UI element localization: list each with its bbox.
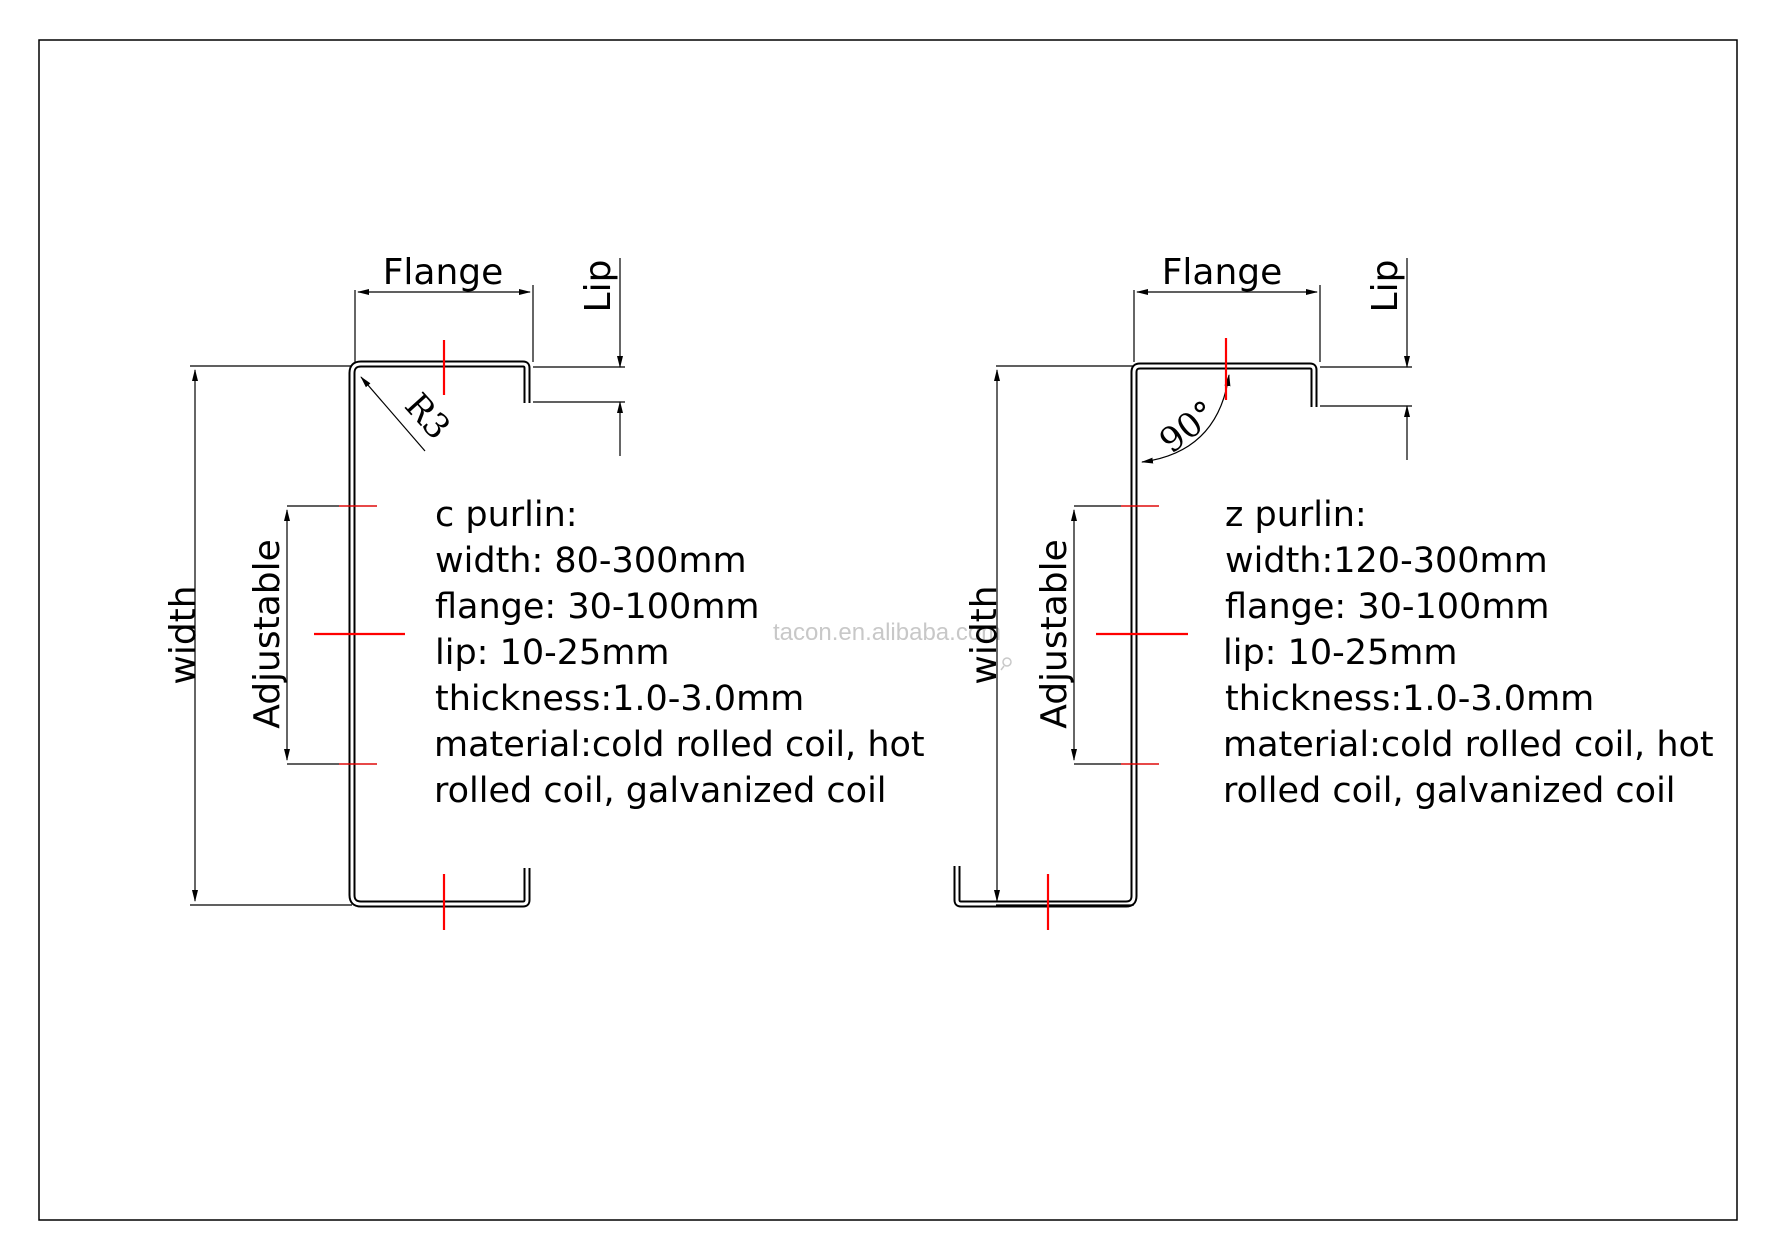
c-lip-dimension: Lip — [533, 258, 625, 456]
c-spec-title: c purlin: — [435, 495, 578, 535]
watermark: tacon.en.alibaba.com — [773, 619, 1001, 646]
c-purlin-specs: c purlin: width: 80-300mm flange: 30-100… — [434, 495, 925, 811]
c-center-marks — [314, 340, 446, 930]
c-flange-dimension: Flange — [354, 252, 534, 362]
c-purlin-figure: Flange Lip R3 width A — [163, 252, 925, 930]
z-spec-title: z purlin: — [1225, 495, 1367, 535]
z-lip-dimension: Lip — [1320, 258, 1412, 460]
z-spec-width: width:120-300mm — [1225, 541, 1548, 581]
z-flange-dimension: Flange — [1133, 252, 1321, 362]
c-spec-material: material:cold rolled coil, hot — [434, 725, 925, 765]
c-width-dimension: width — [163, 365, 352, 906]
z-width-label: width — [964, 585, 1005, 684]
c-radius-label: R3 — [397, 386, 458, 448]
z-lip-label: Lip — [1365, 260, 1406, 313]
z-spec-thickness: thickness:1.0-3.0mm — [1225, 679, 1594, 719]
z-purlin-figure: Flange Lip 90° width — [953, 252, 1714, 930]
c-width-label: width — [163, 585, 204, 684]
c-spec-flange: flange: 30-100mm — [435, 587, 760, 627]
z-spec-lip: lip: 10-25mm — [1223, 633, 1457, 673]
z-width-dimension: width — [964, 365, 1134, 906]
z-angle-callout: 90° — [1141, 374, 1231, 464]
magnifier-icon — [1000, 657, 1012, 671]
z-spec-flange: flange: 30-100mm — [1225, 587, 1550, 627]
c-spec-lip: lip: 10-25mm — [435, 633, 669, 673]
z-adjustable-label: Adjustable — [1034, 539, 1075, 729]
c-flange-label: Flange — [383, 252, 504, 293]
c-adjustable-dimension: Adjustable — [247, 505, 377, 765]
c-spec-width: width: 80-300mm — [435, 541, 747, 581]
z-purlin-specs: z purlin: width:120-300mm flange: 30-100… — [1223, 495, 1714, 811]
z-spec-material-cont: rolled coil, galvanized coil — [1223, 771, 1676, 811]
z-adjustable-dimension: Adjustable — [1034, 505, 1159, 765]
z-spec-material: material:cold rolled coil, hot — [1223, 725, 1714, 765]
z-center-marks — [1046, 338, 1228, 930]
z-angle-label: 90° — [1152, 393, 1224, 462]
z-flange-label: Flange — [1162, 252, 1283, 293]
c-adjustable-label: Adjustable — [247, 539, 288, 729]
c-spec-material-cont: rolled coil, galvanized coil — [434, 771, 887, 811]
c-lip-label: Lip — [578, 260, 619, 313]
drawing-frame — [38, 39, 1738, 1221]
c-spec-thickness: thickness:1.0-3.0mm — [435, 679, 804, 719]
